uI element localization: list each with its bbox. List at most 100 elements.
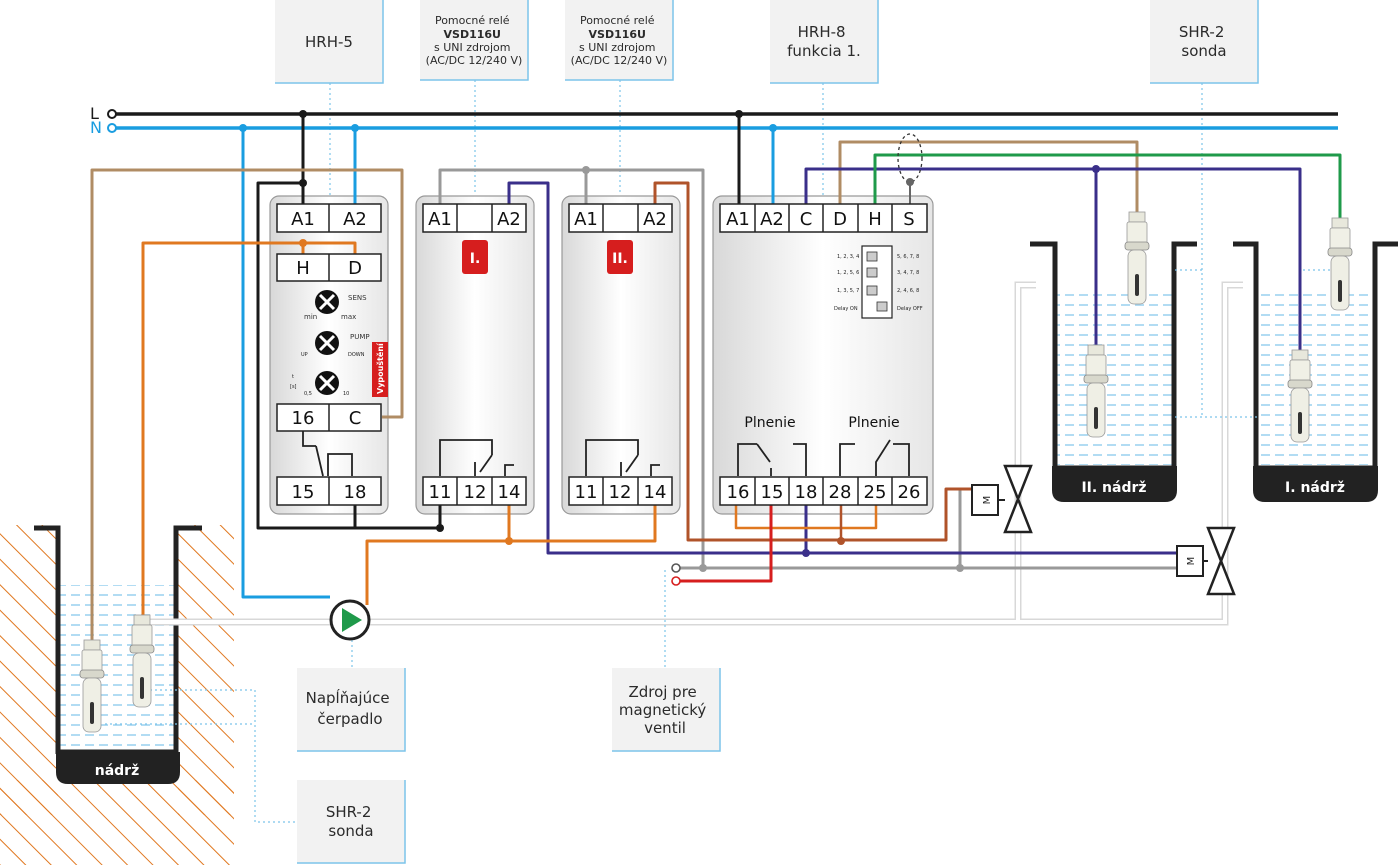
valve-tank1-icon[interactable]: M [1176,526,1236,596]
callout-relay1: Pomocné relé VSD116U s UNI zdrojom (AC/D… [420,0,529,81]
svg-text:1, 2, 5, 6: 1, 2, 5, 6 [837,270,859,276]
probe-tank1-upper [1327,217,1353,311]
svg-text:M: M [1186,557,1197,566]
svg-text:28: 28 [829,482,852,503]
svg-text:HRH-5: HRH-5 [305,33,353,51]
soil-hatch-right [178,525,234,815]
svg-text:HRH-8 funkcia 1.: HRH-8 funkcia 1. [787,23,861,60]
svg-text:Pomocné relé VSD116U: Pomocné relé VSD116U s UNI zdrojom (AC/D… [426,14,523,67]
svg-text:DOWN: DOWN [348,352,365,358]
main-tank-label: nádrž [95,763,140,779]
callout-shr2-bottom: SHR-2 sonda [297,780,406,864]
svg-text:A2: A2 [760,209,784,230]
svg-text:11: 11 [429,482,452,503]
svg-text:14: 14 [498,482,521,503]
valve-tank2-icon[interactable]: M [971,464,1033,534]
svg-text:A1: A1 [574,209,598,230]
svg-text:A2: A2 [643,209,667,230]
hrh5-contact-symbol [302,431,353,477]
svg-text:1, 2, 3, 4: 1, 2, 3, 4 [837,254,859,260]
callout-pump: Napĺňajúce čerpadlo [297,668,406,752]
hrh8-dip-switches[interactable]: 1, 2, 3, 4 1, 2, 5, 6 1, 3, 5, 7 Delay O… [834,245,923,319]
callout-valve-supply: Zdroj pre magnetický ventil [612,668,721,752]
tank2-water [1057,290,1173,465]
svg-text:16: 16 [292,408,315,429]
svg-text:15: 15 [761,482,784,503]
hrh5-term-a2: A2 [343,209,367,230]
svg-text:0,5: 0,5 [304,391,312,397]
hrh5-mid-terminals: 16 C [276,403,382,432]
tank1-label: I. nádrž [1285,480,1345,496]
callout-hrh8: HRH-8 funkcia 1. [770,0,879,84]
hrh8-top-terminals: A1 A2 C D H S [719,203,928,233]
svg-text:5, 6, 7, 8: 5, 6, 7, 8 [897,254,919,260]
hrh5-knob-sens[interactable]: SENS min max [304,290,367,321]
relay1-contact-symbol [439,439,514,476]
svg-text:t: t [292,374,294,380]
module-relay2 [561,195,681,515]
relay2-bottom-terminals: 11 12 14 [568,476,673,506]
hrh5-knob-time[interactable]: t [s] 0,5 10 [290,371,349,397]
svg-text:15: 15 [292,482,315,503]
svg-text:Pomocné relé VSD116U: Pomocné relé VSD116U s UNI zdrojom (AC/D… [571,14,668,67]
svg-text:2, 4, 6, 8: 2, 4, 6, 8 [897,288,919,294]
svg-text:II.: II. [612,251,628,267]
svg-text:10: 10 [343,391,349,397]
soil-hatch-left [0,525,58,815]
svg-text:12: 12 [464,482,487,503]
hrh5-side-tag: Vypouštění [372,342,388,397]
relay2-badge: II. [607,240,633,274]
svg-text:11: 11 [575,482,598,503]
callout-hrh5: HRH-5 [275,0,384,84]
soil-hatch-bottom [0,780,234,865]
hrh5-bottom-terminals: 15 18 [276,476,382,506]
bus-l-label: L [90,104,99,123]
svg-text:Napĺňajúce čerpadlo: Napĺňajúce čerpadlo [306,688,395,728]
relay1-badge: I. [462,240,488,274]
main-tank-base [56,752,180,784]
callout-shr2-top: SHR-2 sonda [1150,0,1259,84]
svg-text:18: 18 [795,482,818,503]
module-hrh8 [712,195,934,515]
svg-text:D: D [348,258,362,279]
probe-tank2-upper [1124,211,1150,305]
svg-text:SHR-2 sonda: SHR-2 sonda [1179,23,1229,60]
tank2-label: II. nádrž [1081,480,1146,496]
svg-text:Vypouštění: Vypouštění [375,342,385,394]
hrh5-top-terminals: A1 A2 [276,203,382,233]
hrh5-knob-pump[interactable]: PUMP UP DOWN [301,331,370,358]
svg-text:PUMP: PUMP [350,333,370,341]
tank2-base [1052,466,1177,502]
svg-text:A2: A2 [497,209,521,230]
hrh8-contact-symbols [737,439,910,476]
bus-n-label: N [90,118,102,137]
hrh8-plnenie-2: Plnenie [848,415,899,431]
svg-text:D: D [833,209,847,230]
callout-leaders [105,80,1330,823]
pump-icon[interactable] [329,599,371,641]
svg-text:26: 26 [898,482,921,503]
relay1-bottom-terminals: 11 12 14 [422,476,527,506]
svg-text:H: H [868,209,882,230]
hrh8-bottom-terminals: 16 15 18 28 25 26 [719,476,928,506]
svg-text:min: min [304,313,317,321]
svg-text:UP: UP [301,352,308,358]
svg-text:I.: I. [470,251,481,267]
main-tank-water [60,585,176,755]
hrh5-term-a1: A1 [291,209,315,230]
svg-text:25: 25 [864,482,887,503]
probe-main-1 [79,639,105,733]
svg-text:Delay OFF: Delay OFF [897,306,923,312]
tank1-base [1253,466,1378,502]
svg-text:A1: A1 [726,209,750,230]
relay2-top-terminals: A1 A2 [568,203,673,233]
svg-text:C: C [800,209,813,230]
svg-text:SHR-2 sonda: SHR-2 sonda [326,803,376,840]
svg-text:M: M [982,496,993,505]
svg-text:12: 12 [609,482,632,503]
callout-relay2: Pomocné relé VSD116U s UNI zdrojom (AC/D… [565,0,674,81]
svg-text:[s]: [s] [290,384,297,390]
svg-text:max: max [341,313,356,321]
hrh8-plnenie-1: Plnenie [744,415,795,431]
